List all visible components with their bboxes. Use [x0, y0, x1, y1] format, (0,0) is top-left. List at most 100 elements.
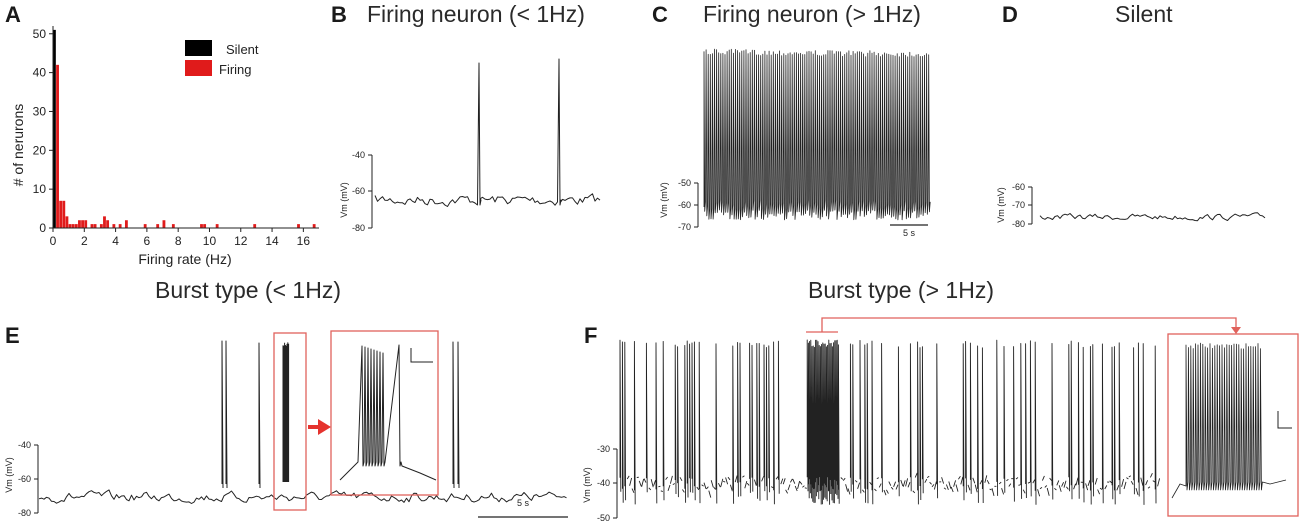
- panel-a-xtick-label: 0: [50, 234, 57, 248]
- panel-e-inset-box: [330, 330, 439, 496]
- panel-e-y-axis: [34, 444, 39, 514]
- histogram-bar-firing: [59, 200, 63, 228]
- histogram-bar-firing: [143, 224, 147, 228]
- panel-c-label: C: [652, 2, 668, 27]
- panel-e-ytick: -40: [18, 440, 31, 450]
- histogram-bar-silent: [53, 29, 56, 229]
- panel-a-label: A: [5, 2, 21, 27]
- panel-a-xtick-label: 16: [297, 234, 311, 248]
- histogram-bar-firing: [84, 220, 88, 228]
- histogram-bar-firing: [62, 200, 66, 228]
- histogram-bar-firing: [156, 224, 160, 228]
- panel-a-x-axis-label: Firing rate (Hz): [138, 251, 231, 267]
- panel-d-ytick: -60: [1012, 182, 1025, 192]
- legend-label-silent: Silent: [226, 42, 259, 57]
- panel-a-y-axis-label: # of nerurons: [10, 104, 26, 187]
- histogram-bar-firing: [99, 224, 103, 228]
- histogram-bar-firing: [215, 224, 219, 228]
- panel-d-y-axis: [1028, 186, 1033, 225]
- histogram-bar-firing: [203, 224, 207, 228]
- panel-a-xtick-label: 10: [203, 234, 217, 248]
- panel-d: D Silent -60 -70 -80 Vm (mV): [996, 1, 1266, 229]
- panel-f-label: F: [584, 323, 597, 348]
- panel-c-y-axis-label: Vm (mV): [659, 182, 669, 218]
- panel-a-legend: Silent Firing: [185, 40, 259, 77]
- panel-c-ytick: -60: [678, 200, 691, 210]
- histogram-bar-firing: [65, 216, 69, 228]
- histogram-bar-firing: [103, 216, 106, 228]
- panel-b-y-axis-label: Vm (mV): [339, 182, 349, 218]
- panel-a-xtick-label: 4: [112, 234, 119, 248]
- panel-f-inset-box: [1167, 333, 1299, 517]
- panel-f-arrowhead-icon: [1231, 327, 1241, 334]
- panel-a-ytick-label: 50: [33, 27, 47, 41]
- panel-a-ytick-label: 10: [33, 182, 47, 196]
- panel-f: F Burst type (> 1Hz) -30 -40 -50 Vm (mV): [582, 277, 1299, 523]
- histogram-bar-firing: [171, 224, 175, 228]
- panel-f-voltage-trace: [619, 339, 1161, 505]
- panel-e-burst-highlight-box: [273, 332, 307, 511]
- panel-e-scale-bar-label: 5 s: [517, 498, 530, 508]
- panel-d-voltage-trace: [1039, 212, 1266, 222]
- panel-a-histogram: [53, 29, 316, 229]
- histogram-bar-firing: [90, 224, 94, 228]
- panel-f-inset-trace: [1171, 342, 1287, 499]
- panel-e-label: E: [5, 323, 20, 348]
- panel-d-label: D: [1002, 2, 1018, 27]
- panel-f-ytick: -30: [597, 444, 610, 454]
- panel-e-ytick: -80: [18, 508, 31, 518]
- panel-e-zoom-arrow-icon: [308, 419, 331, 435]
- histogram-bar-firing: [106, 220, 110, 228]
- panel-c-ytick: -50: [678, 178, 691, 188]
- histogram-bar-firing: [297, 224, 300, 228]
- panel-b: B Firing neuron (< 1Hz) -40 -60 -80 Vm (…: [331, 1, 601, 233]
- panel-f-y-axis: [613, 448, 618, 519]
- panel-a-ytick-label: 0: [39, 221, 46, 235]
- histogram-bar-firing: [162, 220, 166, 228]
- panel-a-xtick-label: 12: [234, 234, 248, 248]
- histogram-bar-firing: [81, 220, 84, 228]
- histogram-bar-firing: [124, 220, 128, 228]
- panel-a: A # of nerurons Firing rate (Hz) 0102030…: [5, 2, 319, 267]
- histogram-bar-firing: [200, 224, 203, 228]
- legend-swatch-firing: [185, 60, 212, 76]
- panel-d-ytick: -80: [1012, 219, 1025, 229]
- panel-f-ytick: -40: [597, 478, 610, 488]
- panel-b-ytick: -60: [352, 186, 365, 196]
- histogram-bar-firing: [78, 220, 81, 228]
- panel-a-ytick-label: 20: [33, 143, 47, 157]
- panel-f-ytick: -50: [597, 513, 610, 523]
- panel-a-xtick-label: 2: [81, 234, 88, 248]
- histogram-bar-firing: [56, 64, 59, 228]
- histogram-bar-firing: [118, 224, 122, 228]
- panel-e-inset-scale-bar: [410, 348, 433, 363]
- panel-b-y-axis: [368, 154, 373, 229]
- panel-b-ytick: -40: [352, 150, 365, 160]
- panel-a-xtick-label: 6: [144, 234, 151, 248]
- histogram-bar-firing: [74, 224, 78, 228]
- panel-c-voltage-trace: [703, 48, 931, 221]
- panel-b-label: B: [331, 2, 347, 27]
- panel-c-scale-bar-label: 5 s: [903, 228, 916, 238]
- panel-d-title: Silent: [1115, 1, 1173, 27]
- panel-e-y-axis-label: Vm (mV): [4, 457, 14, 493]
- histogram-bar-firing: [253, 224, 257, 228]
- panel-e-inset-trace: [339, 344, 437, 481]
- panel-f-burst-bracket: [806, 317, 1237, 333]
- histogram-bar-firing: [93, 224, 97, 228]
- legend-label-firing: Firing: [219, 62, 252, 77]
- panel-d-ytick: -70: [1012, 200, 1025, 210]
- histogram-bar-firing: [112, 224, 116, 228]
- legend-swatch-silent: [185, 40, 212, 56]
- histogram-bar-firing: [71, 224, 75, 228]
- panel-a-axis-lines: [52, 26, 319, 229]
- panel-c-ytick: -70: [678, 222, 691, 232]
- panel-c-y-axis: [694, 182, 699, 228]
- panel-d-y-axis-label: Vm (mV): [996, 187, 1006, 223]
- histogram-bar-firing: [312, 224, 316, 228]
- panel-f-title: Burst type (> 1Hz): [808, 277, 994, 303]
- histogram-bar-firing: [68, 224, 72, 228]
- panel-e-title: Burst type (< 1Hz): [155, 277, 341, 303]
